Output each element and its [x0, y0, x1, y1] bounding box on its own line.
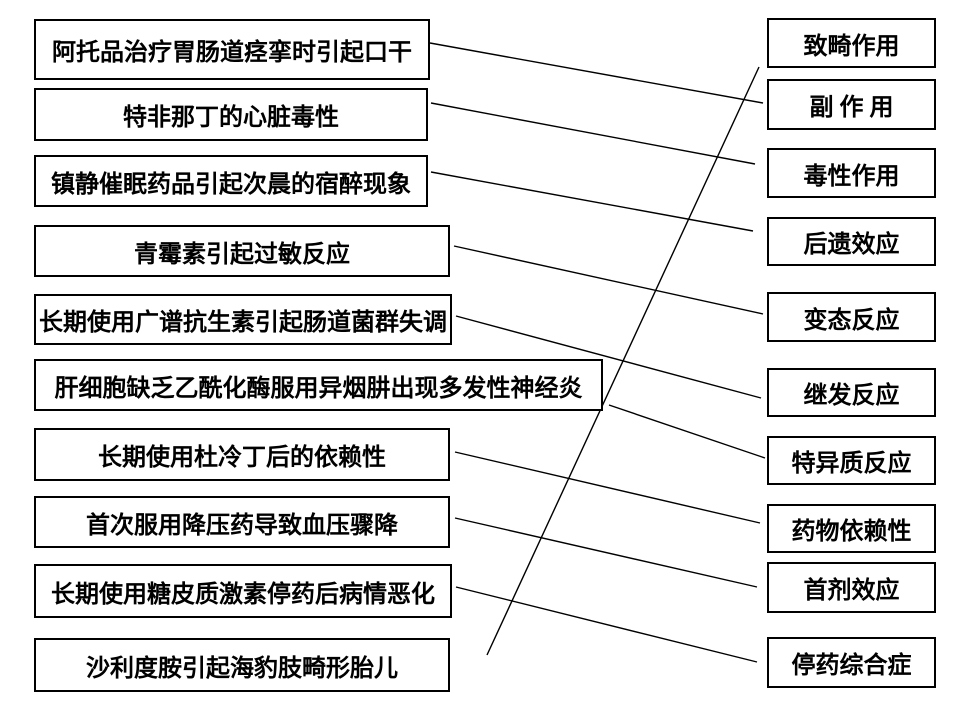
right-item-10: 停药综合症 — [767, 637, 936, 688]
left-item-3: 镇静催眠药品引起次晨的宿醉现象 — [34, 155, 428, 207]
right-item-7: 特异质反应 — [767, 436, 936, 485]
connector-line-3 — [430, 171, 754, 232]
right-item-2: 副 作 用 — [767, 79, 936, 130]
right-item-4: 后遗效应 — [767, 217, 936, 266]
connector-line-8 — [454, 517, 758, 588]
left-item-5: 长期使用广谱抗生素引起肠道菌群失调 — [34, 294, 452, 345]
right-item-3: 毒性作用 — [767, 148, 936, 198]
left-item-8: 首次服用降压药导致血压骤降 — [34, 496, 450, 548]
connector-line-1 — [429, 42, 764, 104]
connector-line-4 — [453, 245, 764, 315]
left-item-4: 青霉素引起过敏反应 — [34, 225, 450, 277]
right-item-8: 药物依赖性 — [767, 504, 936, 553]
left-item-2: 特非那丁的心脏毒性 — [34, 88, 428, 141]
left-item-6: 肝细胞缺乏乙酰化酶服用异烟肼出现多发性神经炎 — [34, 359, 603, 411]
right-item-6: 继发反应 — [767, 368, 936, 417]
connector-line-6 — [608, 404, 766, 459]
connector-line-7 — [454, 451, 761, 524]
left-item-9: 长期使用糖皮质激素停药后病情恶化 — [34, 564, 452, 618]
right-item-5: 变态反应 — [767, 292, 936, 342]
left-item-1: 阿托品治疗胃肠道痉挛时引起口干 — [34, 19, 430, 80]
connector-line-9 — [455, 586, 758, 663]
connector-line-2 — [430, 102, 756, 165]
left-item-7: 长期使用杜冷丁后的依赖性 — [34, 428, 450, 481]
right-item-9: 首剂效应 — [767, 562, 936, 613]
right-item-1: 致畸作用 — [767, 18, 936, 68]
left-item-10: 沙利度胺引起海豹肢畸形胎儿 — [34, 638, 450, 692]
